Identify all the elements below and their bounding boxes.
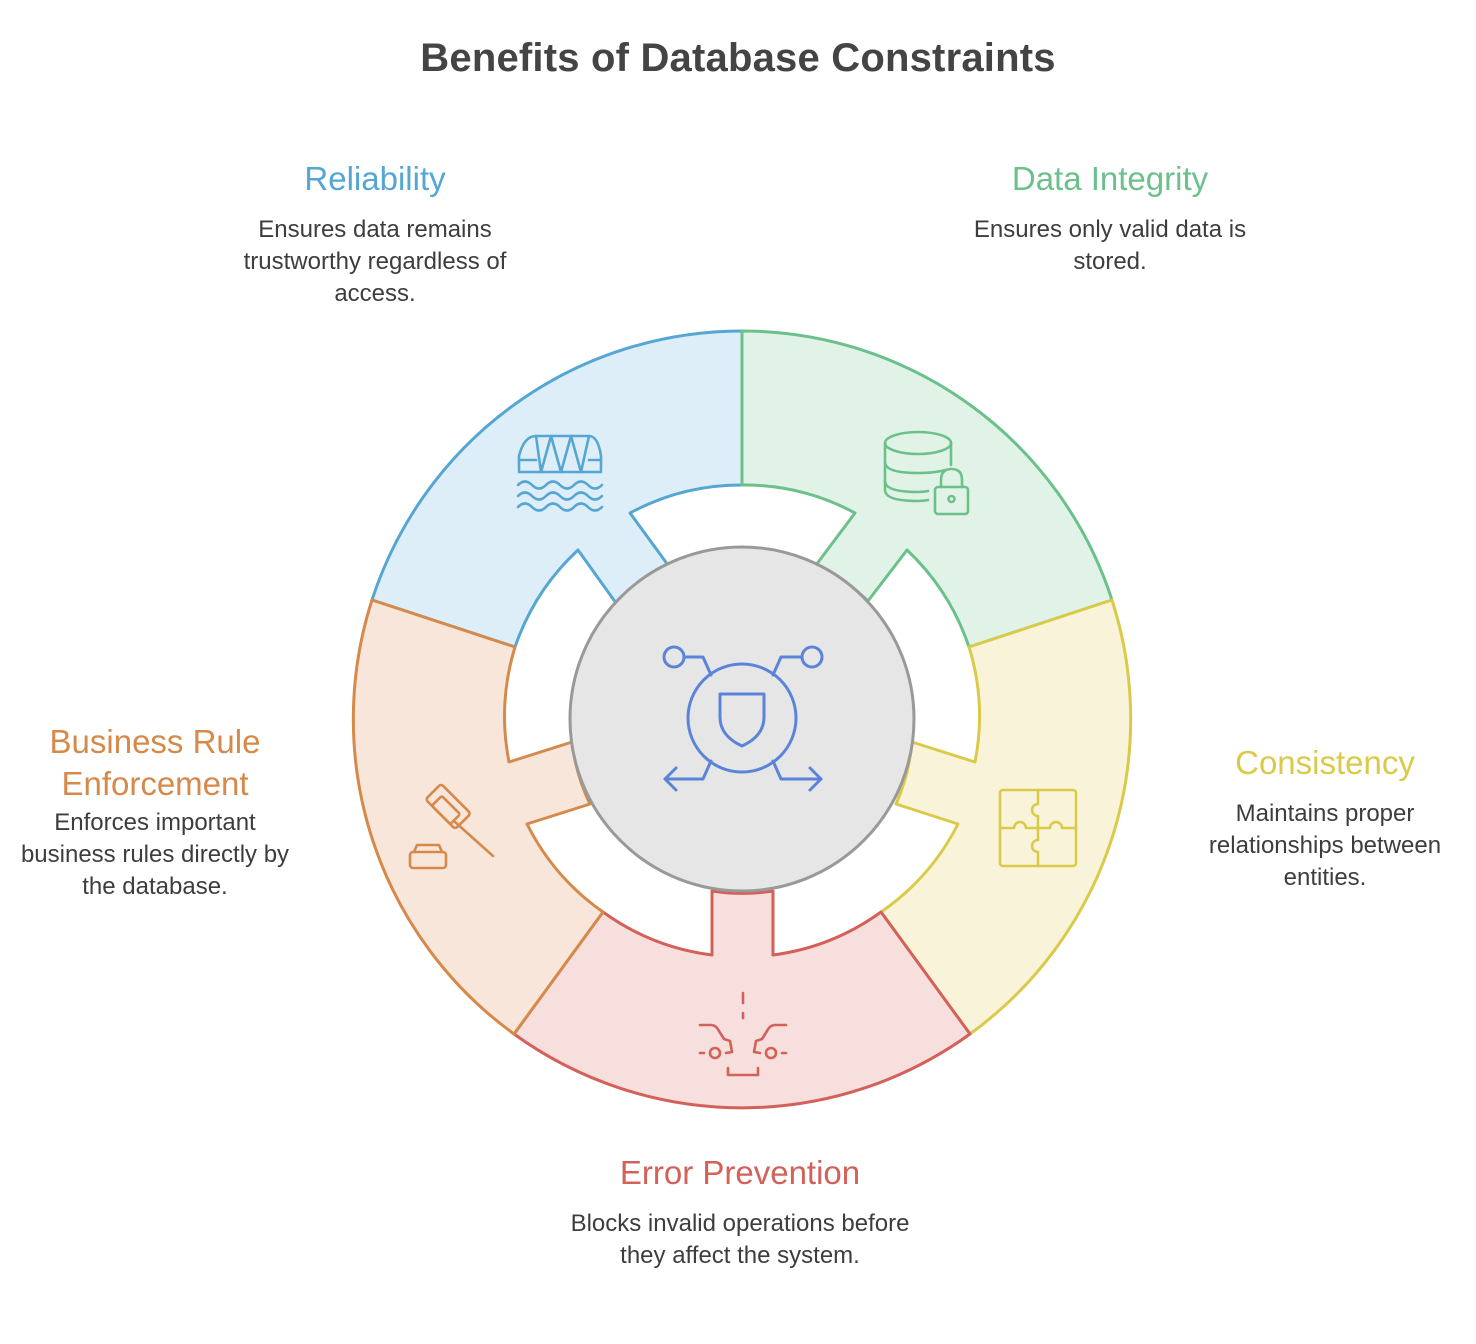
business-title: Business Rule Enforcement [49,723,261,802]
label-error: Error Prevention Blocks invalid operatio… [560,1152,920,1272]
reliability-description: Ensures data remains trustworthy regardl… [243,216,507,307]
car-collision-icon [698,991,788,1077]
segment-business [351,598,605,1036]
label-integrity: Data Integrity Ensures only valid data i… [945,158,1275,278]
label-business: Business Rule Enforcement Enforces impor… [5,721,305,903]
consistency-description: Maintains proper relationships between e… [1208,800,1442,891]
error-title: Error Prevention [619,1154,861,1191]
puzzle-icon [998,788,1078,868]
label-consistency: Consistency Maintains proper relationshi… [1175,742,1475,894]
reliability-title: Reliability [304,160,446,197]
bridge-icon [516,434,604,512]
business-description: Enforces important business rules direct… [20,809,290,900]
integrity-description: Ensures only valid data is stored. [973,216,1247,275]
page-title: Benefits of Database Constraints [420,36,1056,80]
database-lock-icon [883,430,970,516]
consistency-title: Consistency [1235,744,1415,781]
integrity-title: Data Integrity [1011,160,1209,197]
error-description: Blocks invalid operations before they af… [570,1210,910,1269]
label-reliability: Reliability Ensures data remains trustwo… [210,158,540,310]
gavel-icon [408,783,495,870]
hub-circle [568,545,916,893]
shield-network-icon [662,645,824,792]
